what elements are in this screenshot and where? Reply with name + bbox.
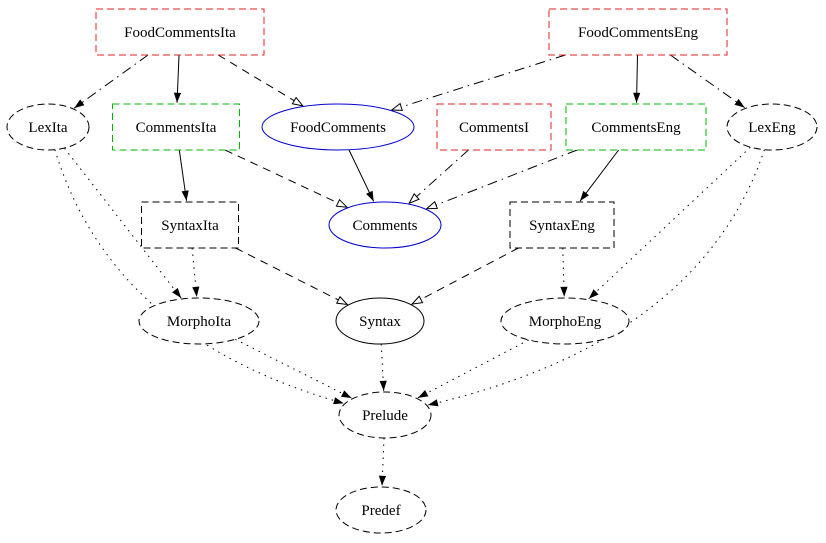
node-label-comments: Comments bbox=[352, 218, 417, 234]
node-shape-syntax bbox=[335, 297, 425, 345]
node-label-commentseng: CommentsEng bbox=[591, 120, 681, 136]
node-label-commentsi: CommentsI bbox=[459, 120, 529, 136]
node-shape-syntaxita bbox=[141, 201, 239, 249]
node-label-syntaxita: SyntaxIta bbox=[161, 218, 219, 234]
edge-syntax-to-prelude bbox=[379, 343, 387, 391]
edge-foodcomments-to-comments bbox=[348, 149, 375, 202]
edge-lexita-to-prelude bbox=[54, 149, 344, 405]
edge-prelude-to-predef bbox=[378, 437, 387, 486]
node-shape-commentsita bbox=[112, 103, 240, 151]
node-shape-syntaxeng bbox=[509, 201, 615, 249]
node-label-foodcommentsita: FoodCommentsIta bbox=[124, 25, 236, 41]
node-shape-morphoita bbox=[138, 297, 260, 345]
node-shape-comments bbox=[328, 201, 442, 249]
node-label-foodcommentseng: FoodCommentsEng bbox=[578, 25, 699, 41]
node-foodcomments: FoodComments bbox=[261, 103, 415, 151]
node-predef: Predef bbox=[335, 486, 427, 534]
node-shape-lexita bbox=[6, 103, 90, 151]
node-shape-foodcomments bbox=[261, 103, 415, 151]
edge-foodcommentsita-to-commentsita bbox=[173, 54, 182, 103]
node-syntax: Syntax bbox=[335, 297, 425, 345]
node-shape-lexeng bbox=[726, 103, 818, 151]
edge-syntaxita-to-syntax bbox=[235, 247, 348, 304]
node-shape-foodcommentseng bbox=[548, 8, 728, 56]
edge-foodcommentsita-to-lexita bbox=[73, 54, 149, 109]
node-syntaxita: SyntaxIta bbox=[141, 201, 239, 249]
node-label-prelude: Prelude bbox=[362, 408, 408, 424]
edge-syntaxeng-to-morphoeng bbox=[560, 247, 568, 297]
edge-commentsita-to-comments bbox=[224, 149, 347, 207]
node-commentsi: CommentsI bbox=[436, 103, 552, 151]
node-label-syntax: Syntax bbox=[359, 314, 401, 330]
node-foodcommentseng: FoodCommentsEng bbox=[548, 8, 728, 56]
node-shape-commentseng bbox=[565, 103, 707, 151]
node-label-lexeng: LexEng bbox=[748, 120, 796, 136]
edge-commentsita-to-syntaxita bbox=[178, 149, 189, 201]
node-syntaxeng: SyntaxEng bbox=[509, 201, 615, 249]
edge-syntaxeng-to-syntax bbox=[412, 247, 519, 304]
edge-foodcommentseng-to-lexeng bbox=[670, 54, 745, 109]
edge-lexeng-to-morphoeng bbox=[588, 146, 751, 300]
edge-foodcommentseng-to-commentseng bbox=[633, 54, 641, 103]
node-shape-foodcommentsita bbox=[95, 8, 265, 56]
node-shape-morphoeng bbox=[500, 297, 630, 345]
node-label-morphoeng: MorphoEng bbox=[529, 314, 602, 330]
node-label-foodcomments: FoodComments bbox=[290, 120, 386, 136]
node-label-predef: Predef bbox=[361, 503, 400, 519]
edge-commentseng-to-syntaxeng bbox=[579, 149, 620, 202]
node-comments: Comments bbox=[328, 201, 442, 249]
node-label-commentsita: CommentsIta bbox=[136, 120, 217, 136]
edge-syntaxita-to-morphoita bbox=[191, 247, 200, 297]
edge-lexeng-to-prelude bbox=[427, 149, 765, 407]
edge-morphoeng-to-prelude bbox=[417, 339, 529, 399]
node-commentsita: CommentsIta bbox=[112, 103, 240, 151]
node-foodcommentsita: FoodCommentsIta bbox=[95, 8, 265, 56]
node-label-syntaxeng: SyntaxEng bbox=[529, 218, 595, 234]
node-lexita: LexIta bbox=[6, 103, 90, 151]
node-shape-predef bbox=[335, 486, 427, 534]
node-prelude: Prelude bbox=[338, 391, 432, 439]
edge-commentsi-to-comments bbox=[409, 149, 469, 203]
edge-foodcommentseng-to-foodcomments bbox=[392, 54, 566, 110]
edge-commentseng-to-comments bbox=[427, 149, 578, 209]
node-commentseng: CommentsEng bbox=[565, 103, 707, 151]
edge-foodcommentsita-to-foodcomments bbox=[217, 54, 303, 106]
node-shape-prelude bbox=[338, 391, 432, 439]
node-shape-commentsi bbox=[436, 103, 552, 151]
node-label-morphoita: MorphoIta bbox=[167, 314, 231, 330]
node-morphoita: MorphoIta bbox=[138, 297, 260, 345]
node-label-lexita: LexIta bbox=[28, 120, 67, 136]
node-morphoeng: MorphoEng bbox=[500, 297, 630, 345]
node-lexeng: LexEng bbox=[726, 103, 818, 151]
edge-morphoita-to-prelude bbox=[235, 338, 352, 399]
